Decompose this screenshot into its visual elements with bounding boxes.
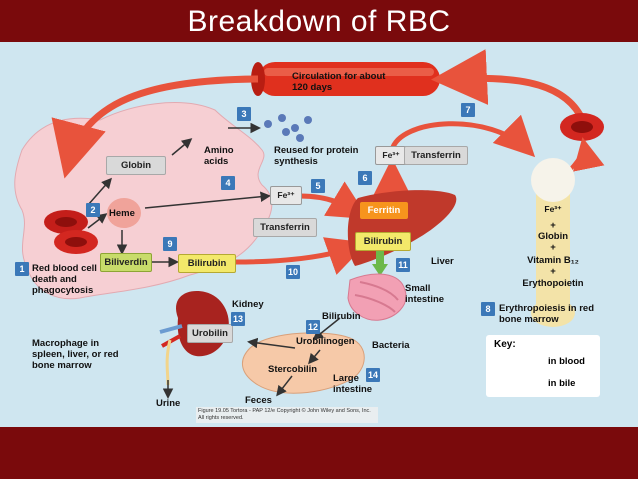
fe-tag-mid: Fe³⁺ (270, 186, 302, 205)
footer-bar (0, 427, 638, 479)
heme-label: Heme (109, 208, 135, 219)
feces-label: Feces (245, 395, 272, 406)
step-badge-2: 2 (86, 203, 100, 217)
bone-list-0: + (550, 220, 556, 231)
amino-acids-label: Amino acids (204, 145, 234, 167)
large-intestine-label: Large intestine (333, 373, 373, 395)
bone-list-5: Erythopoietin (522, 278, 584, 289)
bilirubin-left-tag: Bilirubin (178, 254, 236, 273)
bilirubin-intestine-label: Bilirubin (322, 311, 361, 322)
step-badge-13: 13 (231, 312, 245, 326)
step-badge-1: 1 (15, 262, 29, 276)
bone-list-3: Vitamin B₁₂ (527, 255, 579, 266)
urobilinogen-label: Urobilinogen (296, 336, 355, 347)
stercobilin-label: Stercobilin (268, 364, 318, 375)
liver-label: Liver (431, 256, 454, 267)
globin-tag: Globin (106, 156, 166, 175)
rbc-to-vessel-arrow (431, 49, 584, 117)
step-badge-7: 7 (461, 103, 475, 117)
fe-tag-top: Fe³⁺ (375, 146, 407, 165)
step-badge-11: 11 (396, 258, 410, 272)
macrophage-label: Macrophage in spleen, liver, or red bone… (32, 338, 119, 371)
step-badge-10: 10 (286, 265, 300, 279)
ferritin-tag: Ferritin (360, 202, 408, 219)
small-intestine-label: Small intestine (405, 283, 445, 305)
step-badge-6: 6 (358, 171, 372, 185)
legend-key: Key: in blood in bile (486, 335, 600, 397)
heme-blob (107, 198, 141, 228)
figure-credit: Figure 19.05 Tortora - PAP 12/e Copyrigh… (196, 407, 378, 423)
transferrin-tag-mid: Transferrin (253, 218, 317, 237)
step-badge-8: 8 (481, 302, 495, 316)
erythropoiesis-label: Erythropoiesis in red bone marrow (499, 303, 595, 325)
amino-acid-particles (264, 114, 312, 142)
key-bile-label: in bile (548, 378, 576, 389)
bacteria-label: Bacteria (372, 340, 410, 351)
circulation-label: Circulation for about 120 days (292, 71, 386, 93)
step-badge-12: 12 (306, 320, 320, 334)
key-blood-label: in blood (548, 356, 585, 367)
urine-label: Urine (156, 398, 181, 409)
urobilin-tag: Urobilin (187, 324, 233, 343)
step-badge-14: 14 (366, 368, 380, 382)
biliverdin-tag: Biliverdin (100, 253, 152, 272)
kidney-label: Kidney (232, 299, 264, 310)
reused-label: Reused for protein synthesis (274, 145, 359, 167)
circulation-to-macrophage-arrow (51, 75, 259, 179)
rbc-death-label: Red blood cell death and phagocytosis (32, 263, 97, 296)
key-title: Key: (494, 339, 516, 350)
step-badge-9: 9 (163, 237, 177, 251)
step-badge-3: 3 (237, 107, 251, 121)
bone-list-4: + (550, 266, 556, 277)
red-blood-cell-left (44, 210, 98, 254)
red-blood-cell-right (560, 113, 604, 141)
transferrin-tag-top: Transferrin (404, 146, 468, 165)
small-intestine-organ (347, 273, 407, 321)
bilirubin-liver-tag: Bilirubin (355, 232, 411, 251)
step-badge-5: 5 (311, 179, 325, 193)
step-badge-4: 4 (221, 176, 235, 190)
page-title: Breakdown of RBC (0, 0, 638, 42)
bone-marrow-illustration (531, 158, 575, 327)
bone-list-1: Globin (537, 231, 569, 242)
bone-list-2: + (550, 242, 556, 253)
bone-fe-label: Fe³⁺ (544, 204, 562, 214)
